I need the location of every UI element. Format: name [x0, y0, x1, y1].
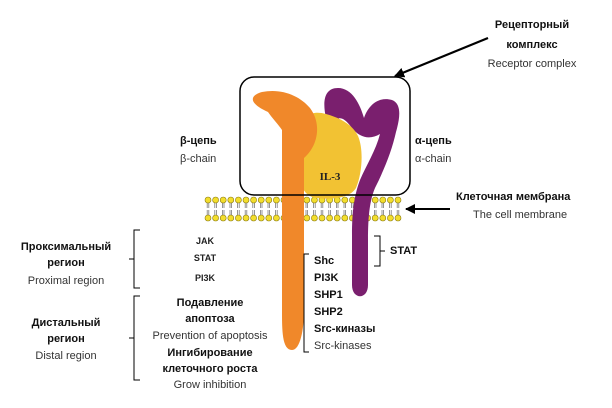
lipid-head	[387, 214, 394, 222]
lipid-head	[379, 196, 387, 204]
proximal-item-pi3k: PI3K	[194, 273, 215, 283]
lipid-head	[273, 214, 280, 222]
lipid-head	[257, 214, 265, 222]
lipid-head	[212, 196, 219, 204]
beta-chain-label-ru: β-цепь	[180, 135, 217, 147]
growth-label-en: Grow inhibition	[173, 379, 247, 391]
lipid-head	[379, 214, 387, 222]
lipid-head	[265, 214, 273, 222]
cell-membrane	[204, 196, 402, 222]
il3-label: IL-3	[320, 171, 341, 183]
receptor-complex-label-ru1: Рецепторный	[494, 19, 570, 31]
lipid-head	[219, 196, 227, 204]
lipid-head	[212, 214, 219, 222]
lipid-head	[341, 196, 349, 204]
lipid-head	[242, 214, 250, 222]
apoptosis-label-ru1: Подавление	[176, 297, 244, 309]
proximal-bracket	[129, 229, 140, 289]
apoptosis-label-en: Prevention of apoptosis	[152, 330, 268, 342]
growth-label-ru1: Ингибирование	[167, 347, 253, 359]
stat-label: STAT	[390, 245, 418, 257]
lipid-head	[394, 214, 402, 222]
lipid-head	[235, 214, 242, 222]
lipid-head	[227, 196, 235, 204]
receptor-complex-label-ru2: комплекс	[506, 39, 558, 51]
lipid-head	[265, 196, 273, 204]
lipid-head	[371, 214, 379, 222]
lipid-head	[371, 196, 379, 204]
receptor-complex-arrow	[394, 36, 489, 78]
membrane-label-ru: Клеточная мембрана	[456, 191, 571, 203]
distal-bracket	[129, 295, 140, 381]
lipid-head	[394, 196, 402, 204]
growth-label-ru2: клеточного роста	[162, 363, 258, 375]
lipid-head	[235, 196, 242, 204]
distal-region-label-ru1: Дистальный	[31, 317, 101, 329]
right-item-shp1: SHP1	[314, 289, 343, 301]
lipid-head	[250, 214, 257, 222]
right-item-src-kinases-en: Src-kinases	[314, 340, 372, 352]
proximal-region-label-ru1: Проксимальный	[20, 241, 112, 253]
lipid-head	[273, 196, 280, 204]
lipid-head	[303, 214, 311, 222]
lipid-head	[257, 196, 265, 204]
right-item-src-kinases: Src-киназы	[314, 323, 376, 335]
lipid-head	[219, 214, 227, 222]
right-item-shc: Shc	[314, 255, 335, 267]
lipid-head	[387, 196, 394, 204]
lipid-head	[204, 196, 212, 204]
lipid-head	[204, 214, 212, 222]
proximal-item-jak: JAK	[195, 236, 214, 246]
beta-chain-label-en: β-chain	[180, 153, 217, 165]
distal-region-label-en: Distal region	[35, 350, 97, 362]
receptor-complex-box	[239, 76, 411, 196]
lipid-head	[318, 214, 326, 222]
apoptosis-label-ru2: апоптоза	[185, 313, 235, 325]
right-item-shp2: SHP2	[314, 306, 343, 318]
lipid-head	[326, 214, 333, 222]
lipid-head	[250, 196, 257, 204]
distal-region-label-ru2: регион	[47, 333, 85, 345]
alpha-chain-label-ru: α-цепь	[415, 135, 452, 147]
right-items-bracket	[303, 253, 309, 353]
membrane-label-en: The cell membrane	[473, 209, 568, 221]
alpha-chain-label-en: α-chain	[415, 153, 452, 165]
stat-bracket	[374, 235, 385, 267]
beta-chain-shape	[252, 90, 318, 351]
right-item-pi3k: PI3K	[314, 272, 339, 284]
lipid-head	[333, 214, 341, 222]
receptor-complex-label-en: Receptor complex	[487, 58, 577, 70]
lipid-head	[227, 214, 235, 222]
lipid-head	[311, 214, 318, 222]
lipid-head	[341, 214, 349, 222]
proximal-region-label-ru2: регион	[47, 257, 85, 269]
alpha-chain-shape	[324, 88, 400, 297]
proximal-region-label-en: Proximal region	[27, 275, 105, 287]
lipid-head	[242, 196, 250, 204]
lipid-head	[303, 196, 311, 204]
proximal-item-stat: STAT	[193, 253, 217, 263]
